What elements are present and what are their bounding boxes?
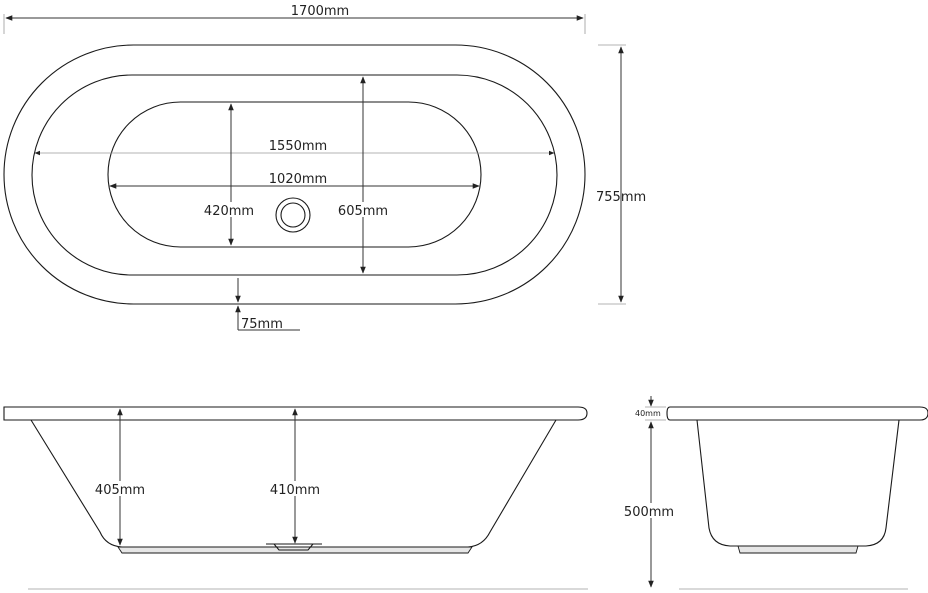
label-overall-length: 1700mm	[291, 4, 349, 19]
side-elevation-view: 405mm 410mm	[3, 406, 588, 590]
label-rim-width: 75mm	[241, 317, 283, 332]
base-outline	[107, 101, 482, 248]
label-base-length: 1020mm	[269, 172, 327, 187]
end-elevation-view: 40mm 500mm	[624, 396, 928, 590]
label-depth-end: 405mm	[95, 483, 145, 498]
dimension-overall-height: 500mm	[624, 421, 678, 588]
dimension-base-length: 1020mm	[109, 172, 480, 189]
dimension-rim-width: 75mm	[235, 278, 300, 332]
end-base-plinth	[737, 545, 859, 554]
label-inner-width: 605mm	[338, 204, 388, 219]
inner-bowl-outline	[31, 74, 558, 276]
waste-outlet-icon	[275, 197, 311, 233]
label-depth-centre: 410mm	[270, 483, 320, 498]
end-body-outline	[696, 419, 900, 547]
dimension-inner-width: 605mm	[337, 76, 389, 274]
dimension-overall-length: 1700mm	[3, 4, 586, 34]
side-waste-housing	[266, 543, 322, 551]
dimension-overall-width: 755mm	[596, 44, 646, 305]
label-overall-width: 755mm	[596, 190, 646, 205]
label-rim-thickness: 40mm	[635, 409, 661, 418]
dimension-rim-thickness: 40mm	[635, 396, 666, 421]
label-base-width: 420mm	[204, 204, 254, 219]
end-rim-outline	[666, 406, 928, 421]
dimension-base-width: 420mm	[203, 103, 255, 246]
plan-view: 1700mm 1550mm 1020mm 420mm 605mm	[3, 4, 646, 332]
dimension-depth-centre: 410mm	[268, 408, 323, 544]
label-overall-height: 500mm	[624, 505, 674, 520]
outer-rim-outline	[3, 44, 586, 305]
label-rim-inner-length: 1550mm	[269, 139, 327, 154]
dimension-depth-end: 405mm	[93, 408, 148, 546]
dimension-rim-inner-length: 1550mm	[34, 139, 555, 156]
